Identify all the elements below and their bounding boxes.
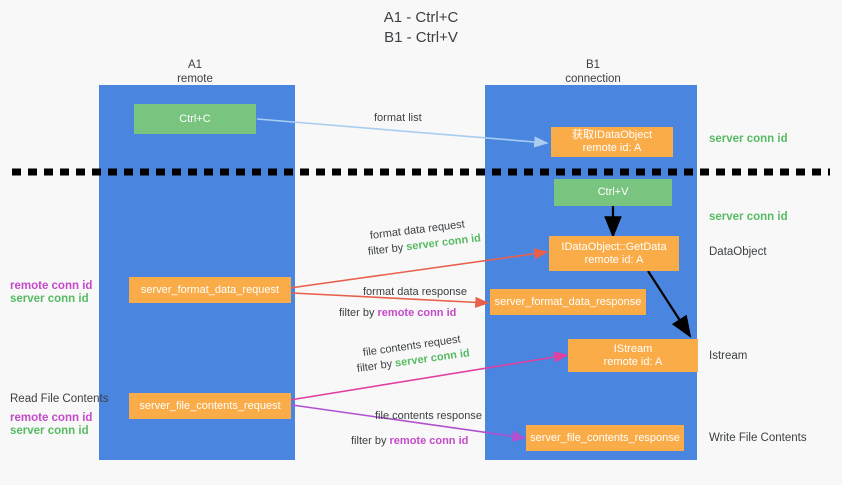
right-label-istream: Istream (709, 350, 748, 362)
box-get-idataobject[interactable]: 获取IDataObject remote id: A (551, 127, 673, 157)
left-label-remote-conn-id-2: remote conn id (10, 412, 93, 424)
box-server-file-contents-request-label: server_file_contents_request (139, 399, 281, 412)
annotation-file-contents-response-filter: filter by remote conn id (351, 434, 468, 448)
box-server-format-data-response-label: server_format_data_response (494, 295, 642, 308)
left-label-read-file-contents: Read File Contents (10, 393, 109, 405)
box-server-format-data-request-label: server_format_data_request (140, 283, 280, 296)
right-label-dataobject: DataObject (709, 246, 767, 258)
box-istream-line2: remote id: A (603, 355, 663, 368)
annotation-file-contents-request-filter-pre: filter by (356, 357, 396, 375)
box-ctrl-v[interactable]: Ctrl+V (554, 179, 672, 206)
box-idataobject-getdata-line2: remote id: A (584, 253, 644, 266)
column-b1-sub: connection (565, 73, 621, 85)
box-istream-line1: IStream (613, 342, 653, 355)
box-ctrl-v-label: Ctrl+V (597, 186, 629, 198)
title-line-1: A1 - Ctrl+C (383, 9, 459, 26)
column-a1-sub: remote (177, 73, 213, 85)
annotation-format-data-response: format data response (363, 286, 467, 298)
title-line-2: B1 - Ctrl+V (384, 29, 458, 46)
box-server-file-contents-request[interactable]: server_file_contents_request (129, 393, 291, 419)
annotation-format-list: format list (374, 112, 422, 124)
right-label-server-conn-id-2: server conn id (709, 211, 788, 223)
annotation-format-data-request-filter-pre: filter by (367, 241, 407, 258)
column-a1-name: A1 (187, 59, 203, 71)
annotation-format-data-response-filter-pre: filter by (339, 307, 378, 319)
box-idataobject-getdata-line1: IDataObject::GetData (561, 240, 667, 253)
box-server-format-data-response[interactable]: server_format_data_response (490, 289, 646, 315)
column-b1-name: B1 (585, 59, 601, 71)
right-label-write-file-contents: Write File Contents (709, 432, 807, 444)
annotation-format-data-response-filter-key: remote conn id (377, 307, 457, 319)
column-header-a1: A1 remote (95, 58, 295, 86)
annotation-file-contents-response-filter-pre: filter by (351, 435, 390, 447)
column-header-b1: B1 connection (493, 58, 693, 86)
right-label-server-conn-id-1: server conn id (709, 133, 788, 145)
box-istream[interactable]: IStream remote id: A (568, 339, 698, 372)
box-server-file-contents-response[interactable]: server_file_contents_response (526, 425, 684, 451)
annotation-file-contents-response-filter-key: remote conn id (389, 435, 469, 447)
left-label-server-conn-id-2: server conn id (10, 425, 89, 437)
left-label-remote-conn-id-1: remote conn id (10, 280, 93, 292)
box-server-file-contents-response-label: server_file_contents_response (530, 431, 680, 444)
annotation-format-data-response-filter: filter by remote conn id (339, 306, 456, 320)
box-ctrl-c[interactable]: Ctrl+C (134, 104, 256, 134)
box-get-idataobject-line1: 获取IDataObject (571, 129, 653, 141)
box-get-idataobject-line2: remote id: A (582, 142, 642, 154)
annotation-file-contents-response: file contents response (375, 410, 483, 422)
left-label-server-conn-id-1: server conn id (10, 293, 89, 305)
box-idataobject-getdata[interactable]: IDataObject::GetData remote id: A (549, 236, 679, 271)
box-ctrl-c-label: Ctrl+C (179, 112, 211, 125)
box-server-format-data-request[interactable]: server_format_data_request (129, 277, 291, 303)
page-title: A1 - Ctrl+C B1 - Ctrl+V (0, 8, 842, 48)
